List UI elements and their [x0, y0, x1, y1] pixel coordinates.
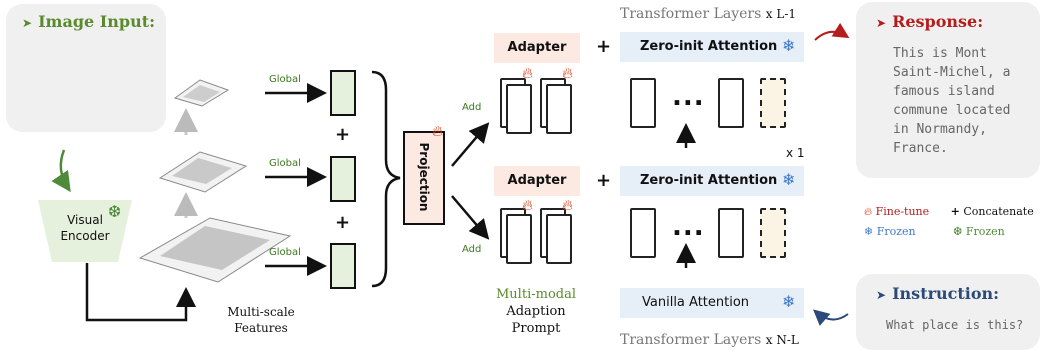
response-title: ➤Response: [876, 12, 984, 31]
adapter-chip: Adapter [494, 33, 580, 63]
plus-icon: + [335, 124, 351, 145]
visual-encoder: Visual Encoder [60, 213, 110, 243]
plus-icon: + [950, 205, 960, 218]
plus-icon: + [335, 212, 351, 233]
response-panel [856, 2, 1040, 178]
feature-token [330, 243, 356, 289]
prompt-label: Multi-modal Adaption Prompt [496, 287, 576, 336]
snowflake-icon: ❄ [782, 292, 796, 311]
flame-icon: 🔥︎ [522, 196, 534, 214]
global-label: Global [269, 158, 301, 169]
legend-frozen-green: ❆ Frozen [953, 225, 1005, 238]
snowflake-icon: ❆ [108, 202, 122, 221]
add-label: Add [462, 102, 482, 113]
visual-encoder-shape [38, 200, 132, 262]
transformer-layers-bottom: Transformer Layers x N-L [620, 332, 799, 348]
snowflake-icon: ❄ [782, 36, 796, 55]
triangle-icon: ➤ [876, 16, 887, 30]
feature-plane-large [138, 217, 292, 283]
adapter-chip: Adapter [494, 166, 580, 196]
response-text: This is Mont Saint-Michel, a famous isla… [893, 46, 1011, 156]
zero-init-attention-chip: Zero-init Attention [620, 32, 804, 62]
prompt-token [506, 84, 532, 134]
ellipsis: ... [672, 82, 705, 112]
triangle-icon: ➤ [876, 288, 887, 302]
image-input-panel [6, 4, 166, 132]
snowflake-icon: ❆ [953, 225, 963, 238]
projection-box [403, 131, 445, 225]
global-label: Global [269, 247, 301, 258]
instruction-text: What place is this? [886, 318, 1024, 332]
brace [371, 70, 401, 288]
flame-icon: 🔥︎ [522, 64, 534, 82]
vanilla-attention-chip: Vanilla Attention [620, 288, 804, 318]
flame-icon: 🔥︎ [432, 122, 444, 140]
transformer-layers-top: Transformer Layers x L-1 [620, 6, 797, 22]
legend-concat: + Concatenate [950, 205, 1034, 218]
plus-icon: + [596, 36, 612, 57]
snowflake-icon: ❄ [782, 170, 796, 189]
projection-label: Projection [417, 142, 431, 212]
legend-finetune: 🔥︎ Fine-tune [864, 205, 930, 218]
layer-token [630, 78, 656, 128]
feature-token [330, 156, 356, 202]
feature-token [330, 70, 356, 116]
ellipsis: ... [672, 212, 705, 242]
image-input-title: ➤Image Input: [22, 12, 156, 31]
layer-token [718, 208, 744, 258]
plus-icon: + [596, 170, 612, 191]
instruction-panel [856, 274, 1040, 350]
feature-plane-medium [158, 151, 248, 193]
triangle-icon: ➤ [22, 16, 33, 30]
flame-icon: 🔥︎ [562, 64, 574, 82]
layer-token [630, 208, 656, 258]
encode-arrow [51, 149, 71, 193]
instruction-title: ➤Instruction: [876, 284, 1000, 303]
legend: 🔥︎ Fine-tune + Concatenate ❄ Frozen ❆ Fr… [864, 202, 1034, 242]
flame-icon: 🔥︎ [864, 205, 873, 218]
add-label: Add [462, 244, 482, 255]
snowflake-icon: ❄ [864, 225, 874, 238]
feature-plane-small [173, 79, 230, 107]
prompt-token [546, 214, 572, 264]
zero-init-attention-chip: Zero-init Attention [620, 166, 804, 196]
layer-token [718, 78, 744, 128]
layer-token-dashed [760, 78, 786, 128]
prompt-token [506, 214, 532, 264]
multiscale-label: Multi-scale Features [227, 305, 295, 335]
global-label: Global [269, 74, 301, 85]
flame-icon: 🔥︎ [562, 196, 574, 214]
times-one-label: x 1 [786, 146, 805, 160]
layer-token-dashed [760, 208, 786, 258]
legend-frozen-blue: ❄ Frozen [864, 225, 916, 238]
prompt-token [546, 84, 572, 134]
